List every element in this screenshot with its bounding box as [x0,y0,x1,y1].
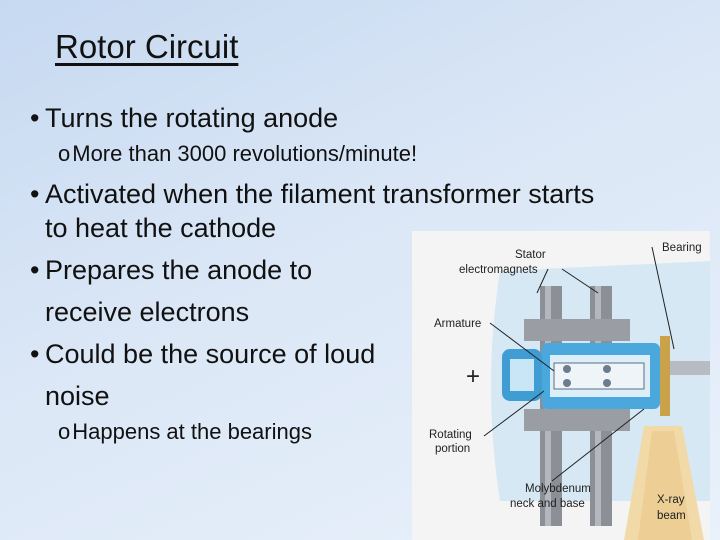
leader-line [561,268,599,294]
sub-bullet-marker: o [58,141,71,166]
bullet-dot: • [30,339,40,369]
label-bearing: Bearing [662,242,702,254]
leader-line [551,408,645,482]
slide-title: Rotor Circuit [55,28,239,65]
label-electromagnets: electromagnets [459,264,538,276]
sub-bullet-2: oHappens at the bearings [58,418,312,446]
anode-stem [670,361,710,375]
bullet-text: receive electrons [45,297,250,327]
xray-beam-core [638,431,692,540]
bullet-1: • Turns the rotating anode [30,102,339,134]
stator-yoke-top [524,319,630,341]
bearing-ball [563,365,571,373]
bullet-2: • Activated when the filament transforme… [30,178,595,210]
label-neck-base: neck and base [510,498,585,510]
bullet-text: Turns the rotating anode [45,103,339,133]
bullet-text: noise [45,381,110,411]
leader-line [536,268,549,294]
bullet-dot: • [30,103,40,133]
label-molybdenum: Molybdenum [525,483,591,495]
bullet-4-cont: noise [45,380,110,412]
sub-bullet-text: More than 3000 revolutions/minute! [72,141,418,166]
sub-bullet-text: Happens at the bearings [72,419,312,444]
sub-bullet-marker: o [58,419,71,444]
label-portion: portion [435,443,470,455]
leader-line [651,246,675,350]
leader-line [483,390,545,437]
bearing-ball [603,365,611,373]
bullet-text: to heat the cathode [45,213,277,243]
label-armature: Armature [434,318,481,330]
anode-disk [660,336,670,416]
rotor-diagram: Stator electromagnets Bearing Armature +… [412,231,710,540]
leader-line [489,322,555,372]
bullet-dot: • [30,255,40,285]
label-beam: beam [657,510,686,522]
label-plus: + [466,363,480,390]
sub-bullet-1: oMore than 3000 revolutions/minute! [58,140,417,168]
label-stator: Stator [515,249,546,261]
bullet-3-cont: receive electrons [45,296,249,328]
cathode-inner [510,359,534,391]
bullet-4: • Could be the source of loud [30,338,376,370]
bullet-text: Activated when the filament transformer … [45,179,595,209]
bullet-text: Could be the source of loud [45,339,376,369]
label-xray: X-ray [657,494,685,506]
bullet-dot: • [30,179,40,209]
bearing-ball [603,379,611,387]
stator-yoke-bottom [524,409,630,431]
bullet-2-cont: to heat the cathode [45,212,276,244]
label-rotating: Rotating [429,429,472,441]
bullet-text: Prepares the anode to [45,255,313,285]
bearing-ball [563,379,571,387]
bullet-3: • Prepares the anode to [30,254,313,286]
rotor-diagram-svg: Stator electromagnets Bearing Armature +… [429,242,710,540]
